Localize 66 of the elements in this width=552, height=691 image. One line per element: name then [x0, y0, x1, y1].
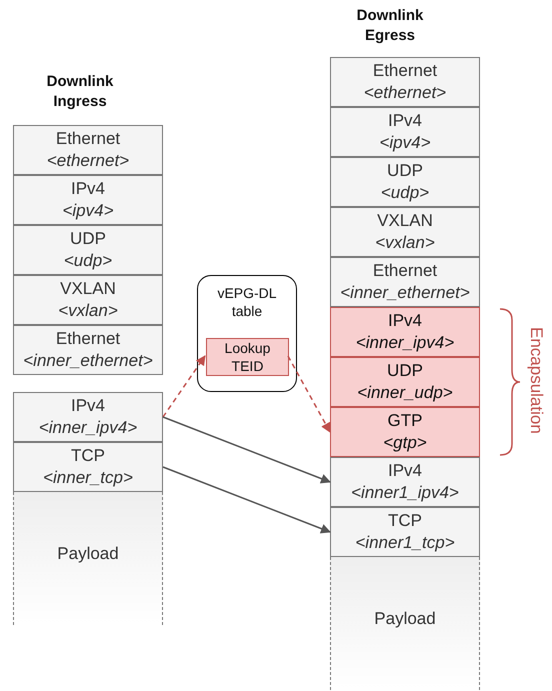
field-name: UDP — [387, 160, 423, 182]
field-name: Ethernet — [56, 328, 120, 350]
field-type: <inner_ipv4> — [38, 417, 138, 439]
field-type: <inner_ipv4> — [356, 332, 454, 354]
lookup-box — [206, 338, 289, 376]
header-field-box — [330, 57, 480, 107]
header-field-box — [13, 225, 163, 275]
field-type: <inner_tcp> — [43, 467, 133, 489]
arrow — [162, 355, 206, 418]
field-type: <inner1_tcp> — [355, 532, 455, 554]
field-type: <inner_ethernet> — [340, 282, 470, 304]
header-field-box — [13, 175, 163, 225]
bracket-label: Encapsulation — [526, 326, 546, 436]
header-field-box — [13, 275, 163, 325]
arrow — [287, 356, 331, 433]
header-field-box — [13, 442, 163, 492]
header-field-box — [13, 125, 163, 175]
field-name: Payload — [374, 608, 436, 630]
header-field-box — [330, 507, 480, 557]
field-name: TCP — [388, 510, 422, 532]
header-field-box — [330, 157, 480, 207]
field-type: <ethernet> — [46, 150, 130, 172]
field-type: <udp> — [380, 182, 430, 204]
field-name: UDP — [387, 360, 423, 382]
encapsulation-header-box — [330, 307, 480, 357]
field-name: IPv4 — [70, 395, 106, 417]
field-name: Ethernet — [372, 60, 438, 82]
arrow — [162, 416, 331, 484]
field-type: <ethernet> — [364, 82, 446, 104]
header-field-box — [13, 392, 163, 442]
header-field-box — [13, 325, 163, 375]
field-name: Ethernet — [372, 260, 438, 282]
field-name: VXLAN — [377, 210, 433, 232]
field-type: <inner_udp> — [357, 382, 453, 404]
header-field-box — [330, 257, 480, 307]
field-name: Payload — [57, 542, 119, 564]
field-name: IPv4 — [388, 110, 422, 132]
field-type: <inner1_ipv4> — [351, 482, 459, 504]
field-name: GTP — [388, 410, 422, 432]
encapsulation-header-box — [330, 407, 480, 457]
column-heading: Downlink Ingress — [46, 72, 114, 112]
header-field-box — [330, 107, 480, 157]
arrow — [162, 466, 331, 534]
field-name: Lookup TEID — [224, 339, 272, 375]
header-field-box — [330, 207, 480, 257]
field-name: vEPG-DL table — [216, 284, 278, 320]
field-type: <inner_ethernet> — [23, 350, 153, 372]
field-type: <gtp> — [383, 432, 427, 454]
field-name: IPv4 — [70, 178, 106, 200]
field-type: <vxlan> — [58, 300, 118, 322]
field-type: <udp> — [64, 250, 112, 272]
field-type: <vxlan> — [375, 232, 435, 254]
payload-area — [330, 557, 480, 690]
header-field-box — [330, 457, 480, 507]
field-name: TCP — [71, 445, 105, 467]
field-name: IPv4 — [388, 460, 422, 482]
field-type: <ipv4> — [62, 200, 114, 222]
payload-area — [13, 492, 163, 625]
field-name: UDP — [70, 228, 106, 250]
encapsulation-header-box — [330, 357, 480, 407]
field-name: VXLAN — [60, 278, 116, 300]
field-name: IPv4 — [388, 310, 422, 332]
table-box — [197, 275, 297, 392]
field-name: Ethernet — [56, 128, 120, 150]
field-type: <ipv4> — [379, 132, 431, 154]
column-heading: Downlink Egress — [356, 6, 424, 46]
